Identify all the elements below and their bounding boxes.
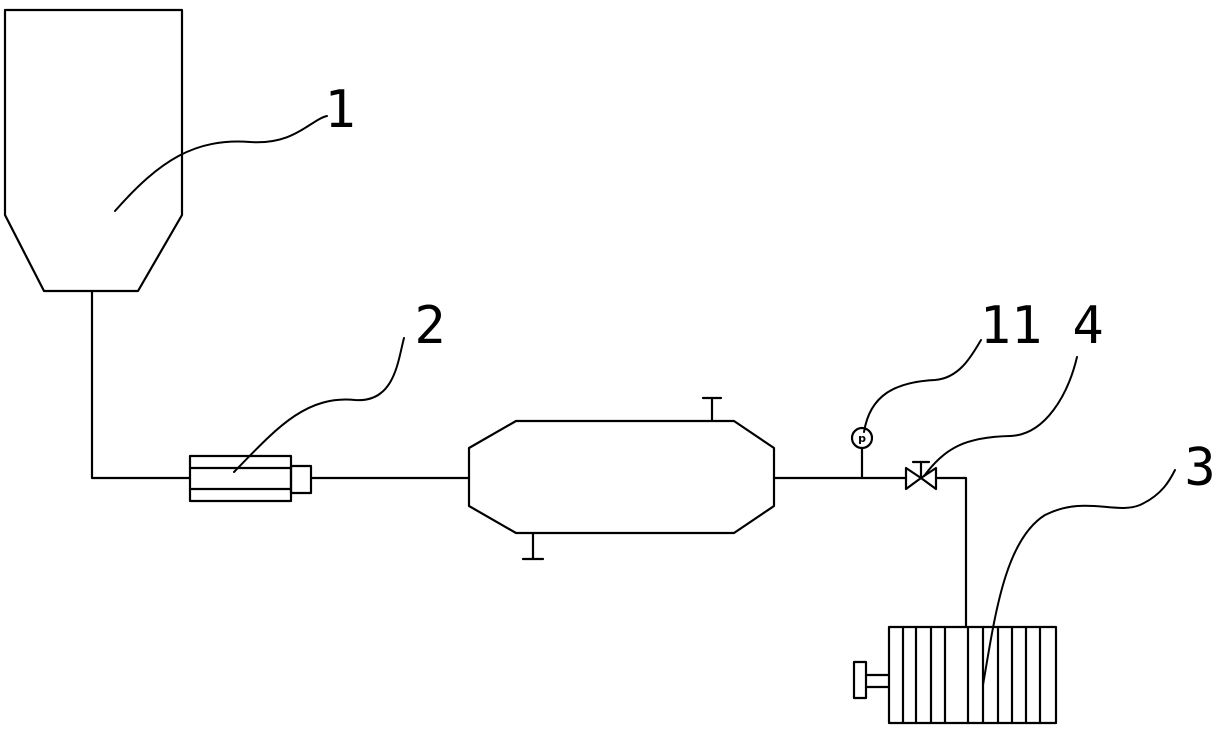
valve-left-triangle	[904, 466, 923, 491]
leader-line-hopper	[114, 115, 328, 212]
label-filter-press: 3	[1184, 438, 1215, 498]
hopper-body	[3, 8, 184, 293]
label-pump: 2	[414, 296, 445, 356]
leader-line-filter-press	[982, 469, 1176, 686]
vessel-body	[467, 419, 776, 535]
gauge-dial	[850, 426, 874, 450]
leader-line-pump	[233, 337, 405, 473]
pressure-gauge: p	[850, 426, 874, 480]
hopper-outlet-pipe	[90, 289, 192, 480]
label-valve: 4	[1072, 296, 1103, 356]
leader-line-gauge	[863, 339, 982, 433]
filter-press	[852, 625, 1058, 725]
gauge-symbol: p	[858, 432, 866, 445]
valve-outlet-pipe	[934, 476, 968, 629]
filter-press-frame	[887, 625, 1058, 725]
filter-press-handle	[852, 660, 868, 700]
pump	[188, 454, 313, 503]
pump-motor	[289, 464, 313, 495]
pump-body	[188, 454, 293, 503]
label-hopper: 1	[324, 80, 355, 140]
hopper	[3, 8, 184, 293]
pressure-vessel	[467, 396, 776, 561]
leader-line-valve	[923, 356, 1078, 477]
filter-press-plates	[901, 625, 1042, 725]
label-pressure-gauge: 11	[980, 296, 1043, 356]
